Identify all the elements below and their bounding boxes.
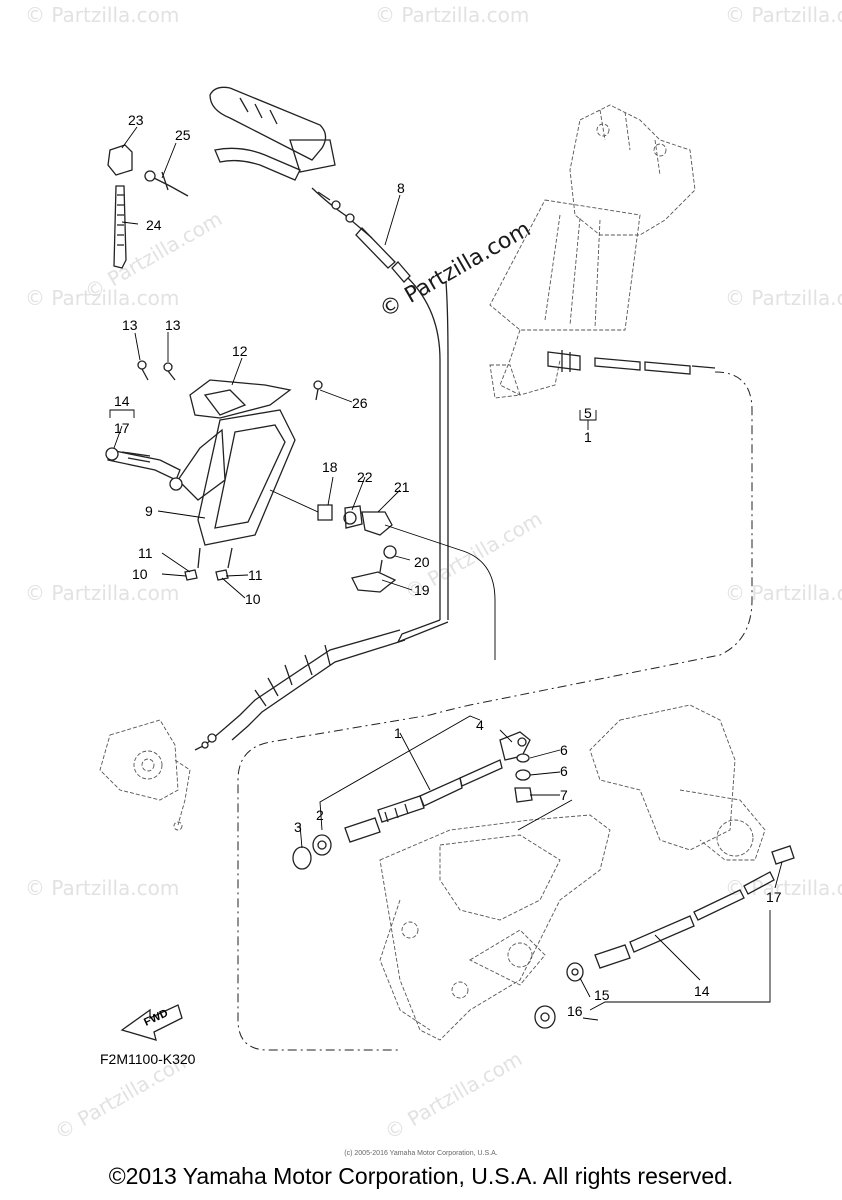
reverse-cable <box>534 845 795 1029</box>
callout-11: 11 <box>138 545 153 561</box>
watermark: © Partzilla.com <box>25 286 179 310</box>
watermark: © Partzilla.com <box>375 3 529 27</box>
callout-17: 17 <box>766 889 782 905</box>
watermark: © Partzilla.com <box>725 3 842 27</box>
copyright-notice: ©2013 Yamaha Motor Corporation, U.S.A. A… <box>108 1163 734 1189</box>
callout-15: 15 <box>594 987 610 1003</box>
callout-numbers: 23 25 24 8 13 13 12 26 14 17 9 18 22 21 … <box>114 112 782 1019</box>
callout-20: 20 <box>414 554 430 570</box>
callout-18: 18 <box>322 459 338 475</box>
jet-pump <box>379 704 766 1041</box>
callout-17: 17 <box>114 420 130 436</box>
callout-14: 14 <box>114 393 130 409</box>
partzilla-watermark: © Partzilla.com <box>376 217 536 324</box>
callout-6: 6 <box>560 763 568 779</box>
callout-25: 25 <box>175 127 191 143</box>
shift-lever-assembly <box>105 379 296 569</box>
fwd-arrow: FWD <box>120 1004 183 1041</box>
callout-12: 12 <box>232 343 248 359</box>
callout-3: 3 <box>294 819 302 835</box>
watermark: © Partzilla.com <box>25 876 179 900</box>
throttle-cable <box>194 187 449 751</box>
watermark: © Partzilla.com <box>25 3 179 27</box>
callout-19: 19 <box>414 582 430 598</box>
handlebar-grip <box>209 86 336 181</box>
callout-13: 13 <box>122 317 138 333</box>
callout-10: 10 <box>245 591 261 607</box>
callout-9: 9 <box>145 503 153 519</box>
throttle-body <box>99 719 191 831</box>
link-parts <box>269 489 496 660</box>
shift-cable <box>237 350 753 1051</box>
callout-11: 11 <box>248 567 263 583</box>
diagram-code: F2M1100-K320 <box>100 1051 196 1067</box>
callout-5: 5 <box>584 405 592 421</box>
callout-23: 23 <box>128 112 144 128</box>
leader-lines <box>109 126 783 1021</box>
callout-14: 14 <box>694 983 710 999</box>
callout-24: 24 <box>146 217 162 233</box>
callout-7: 7 <box>560 787 568 803</box>
shift-cable-end <box>292 731 533 870</box>
callout-6: 6 <box>560 742 568 758</box>
small-copyright: (c) 2005-2016 Yamaha Motor Corporation, … <box>344 1150 498 1157</box>
callout-2: 2 <box>316 807 324 823</box>
watermark: © Partzilla.com <box>725 581 842 605</box>
callout-10: 10 <box>132 566 148 582</box>
callout-26: 26 <box>352 395 368 411</box>
callout-16: 16 <box>567 1003 583 1019</box>
watermark: © Partzilla.com <box>381 1046 527 1144</box>
watermark: © Partzilla.com <box>25 581 179 605</box>
callout-1: 1 <box>584 429 592 445</box>
watermark: © Partzilla.com <box>725 286 842 310</box>
callout-1: 1 <box>394 725 402 741</box>
callout-21: 21 <box>394 479 410 495</box>
steering-column <box>489 104 696 399</box>
callout-8: 8 <box>397 180 405 196</box>
callout-4: 4 <box>476 717 484 733</box>
clip-and-tie <box>107 144 323 581</box>
callout-22: 22 <box>357 469 373 485</box>
callout-13: 13 <box>165 317 181 333</box>
